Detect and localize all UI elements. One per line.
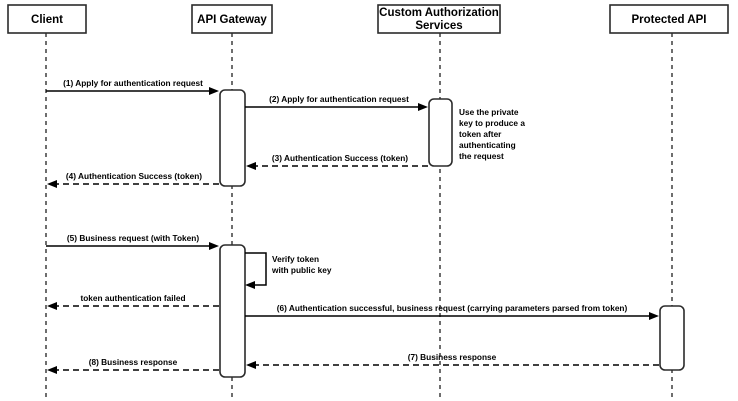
message-5-label: (5) Business request (with Token) <box>67 233 199 243</box>
participant-label-custom-authorization-services-line2: Services <box>415 20 462 32</box>
note-private-key-line-1: Use the private <box>459 107 519 117</box>
message-6-group: (6) Authentication successful, business … <box>245 303 659 320</box>
participant-api-gateway[interactable]: API Gateway <box>191 4 273 34</box>
message-self-verify-token-group: Verify token with public key <box>245 252 332 289</box>
participant-client[interactable]: Client <box>7 4 87 34</box>
message-self-verify-token-arrowhead-icon <box>245 281 255 289</box>
message-self-verify-token-line <box>245 252 267 286</box>
message-token-auth-failed-arrowhead-icon <box>47 302 57 310</box>
participant-label-api-gateway: API Gateway <box>197 14 267 26</box>
message-8-arrowhead-icon <box>47 366 57 374</box>
participant-box-client[interactable] <box>7 4 87 34</box>
message-self-verify-token-label-line2: with public key <box>271 265 332 275</box>
message-2-arrowhead-icon <box>418 103 428 111</box>
activation-bar-api-gateway-business <box>219 244 246 378</box>
participant-box-api-gateway[interactable] <box>191 4 273 34</box>
participant-custom-authorization-services[interactable]: Custom Authorization Services <box>377 4 501 34</box>
message-3-label: (3) Authentication Success (token) <box>272 153 408 163</box>
participant-box-custom-authorization-services[interactable] <box>377 4 501 34</box>
message-3-arrowhead-icon <box>246 162 256 170</box>
message-7-arrowhead-icon <box>246 361 256 369</box>
note-private-key-line-5: the request <box>459 151 504 161</box>
participant-label-client: Client <box>31 14 63 26</box>
note-private-key-line-3: token after <box>459 129 502 139</box>
message-5-arrowhead-icon <box>209 242 219 250</box>
note-private-key-line-2: key to produce a <box>459 118 525 128</box>
message-1-arrowhead-icon <box>209 87 219 95</box>
participant-label-protected-api: Protected API <box>632 14 707 26</box>
message-6-label: (6) Authentication successful, business … <box>277 303 628 313</box>
message-1-group: (1) Apply for authentication request <box>46 78 219 95</box>
message-token-auth-failed-label: token authentication failed <box>80 293 185 303</box>
activation-bar-custom-authorization-services <box>428 98 453 167</box>
activation-bar-api-gateway-auth <box>219 89 246 187</box>
message-4-arrowhead-icon <box>47 180 57 188</box>
message-8-group: (8) Business response <box>47 357 219 374</box>
message-4-label: (4) Authentication Success (token) <box>66 171 202 181</box>
message-4-group: (4) Authentication Success (token) <box>47 171 219 188</box>
note-private-key-line-4: authenticating <box>459 140 516 150</box>
message-1-label: (1) Apply for authentication request <box>63 78 203 88</box>
message-7-label: (7) Business response <box>408 352 497 362</box>
message-6-arrowhead-icon <box>649 312 659 320</box>
participant-headers-group: Client API Gateway Custom Authorization … <box>7 4 729 34</box>
participant-protected-api[interactable]: Protected API <box>609 4 729 34</box>
message-2-group: (2) Apply for authentication request <box>245 94 428 111</box>
participant-box-protected-api[interactable] <box>609 4 729 34</box>
message-token-auth-failed-group: token authentication failed <box>47 293 219 310</box>
participant-label-custom-authorization-services-line1: Custom Authorization <box>379 7 499 19</box>
message-7-group: (7) Business response <box>246 352 659 369</box>
message-8-label: (8) Business response <box>89 357 178 367</box>
message-2-label: (2) Apply for authentication request <box>269 94 409 104</box>
message-5-group: (5) Business request (with Token) <box>46 233 219 250</box>
message-self-verify-token-label-line1: Verify token <box>272 254 319 264</box>
note-private-key: Use the private key to produce a token a… <box>459 107 525 161</box>
activation-bar-protected-api <box>659 305 685 371</box>
message-3-group: (3) Authentication Success (token) <box>246 153 428 170</box>
